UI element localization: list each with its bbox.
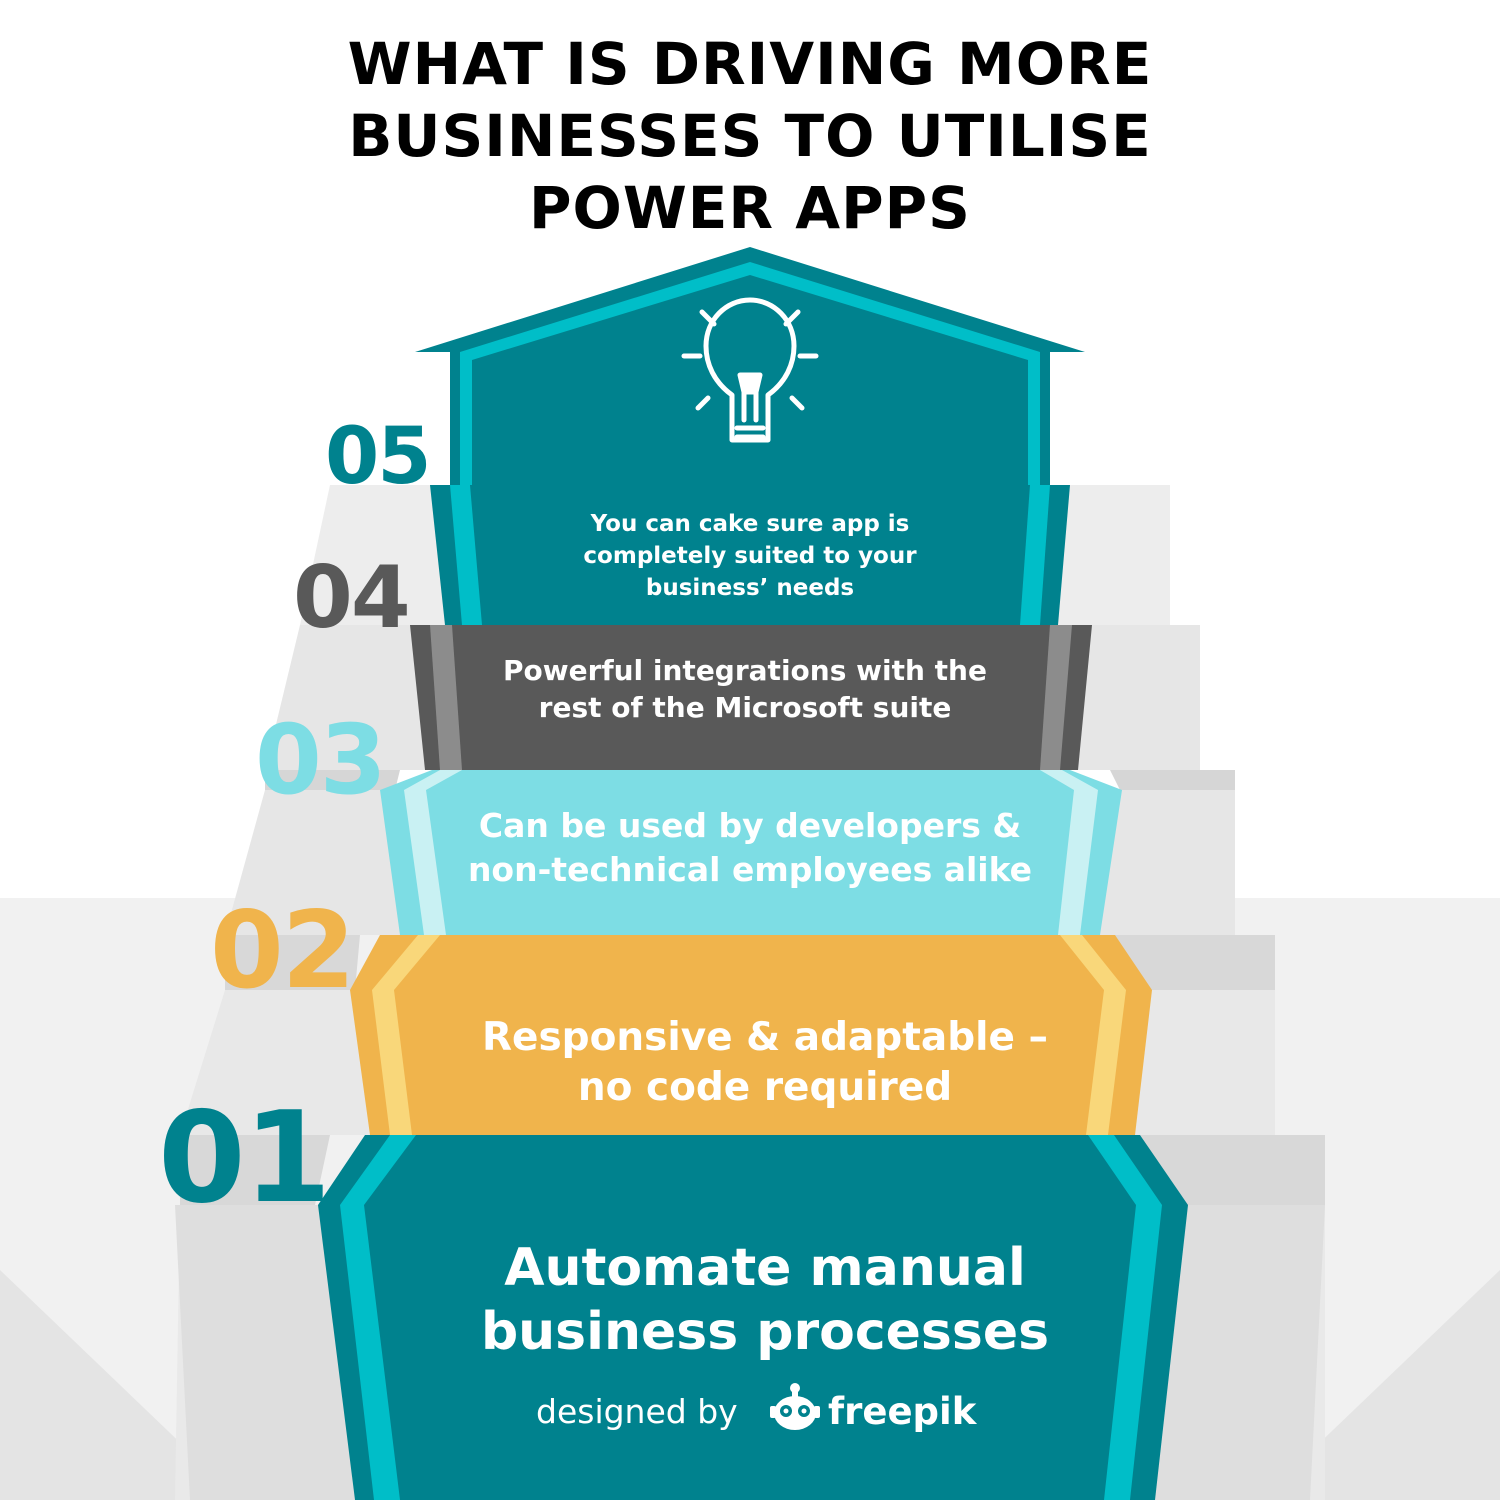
step-01-line-1: Automate manual — [504, 1238, 1026, 1298]
step-02-line-1: Responsive & adaptable – — [481, 1015, 1049, 1060]
step-02-line-2: no code required — [577, 1065, 953, 1110]
step-01-shape — [318, 1135, 1188, 1500]
step-03-line-1: Can be used by developers & — [478, 806, 1022, 845]
step-02-shape — [350, 935, 1152, 1135]
step-03-text: Can be used by developers & non-technica… — [430, 804, 1070, 892]
step-04-line-2: rest of the Microsoft suite — [538, 691, 952, 724]
freepik-logo-icon — [770, 1383, 820, 1430]
step-02-text: Responsive & adaptable – no code require… — [430, 1013, 1100, 1113]
page-title: WHAT IS DRIVING MORE BUSINESSES TO UTILI… — [150, 28, 1350, 244]
step-01-line-2: business processes — [480, 1302, 1050, 1362]
step-01-text: Automate manual business processes — [420, 1236, 1110, 1364]
step-03-shape — [380, 770, 1122, 935]
step-number-04: 04 — [293, 548, 411, 648]
step-04-text: Powerful integrations with the rest of t… — [460, 652, 1030, 726]
credit-brand: freepik — [828, 1390, 977, 1433]
step-04-shape — [410, 625, 1092, 770]
lightbulb-icon — [681, 297, 819, 443]
title-line-2: BUSINESSES TO UTILISE — [348, 102, 1152, 170]
step-number-05: 05 — [325, 412, 432, 502]
freepik-credit: designed by freepik — [470, 1380, 1030, 1444]
step-number-02: 02 — [210, 889, 356, 1012]
step-05-line-3: business’ needs — [645, 575, 855, 601]
step-05-text: You can cake sure app is completely suit… — [480, 508, 1020, 604]
step-number-01: 01 — [158, 1084, 331, 1231]
title-line-1: WHAT IS DRIVING MORE — [347, 30, 1153, 98]
credit-designed-by: designed by — [536, 1392, 738, 1431]
step-05-line-1: You can cake sure app is — [590, 511, 910, 537]
step-number-03: 03 — [255, 704, 387, 816]
title-line-3: POWER APPS — [529, 174, 971, 242]
step-05-shape — [415, 247, 1085, 625]
step-03-line-2: non-technical employees alike — [467, 850, 1033, 889]
step-05-line-2: completely suited to your — [583, 543, 917, 569]
step-04-line-1: Powerful integrations with the — [503, 654, 987, 687]
